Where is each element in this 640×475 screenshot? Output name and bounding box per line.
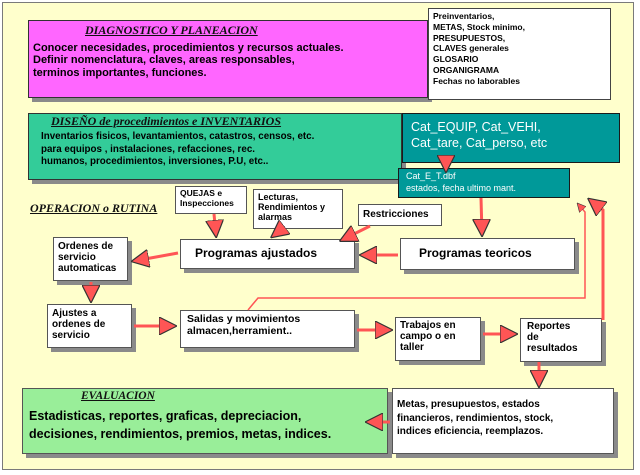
diagnostico-text: Conocer necesidades, procedimientos y re… bbox=[33, 42, 344, 79]
arrow-lecturas-to-ajustados bbox=[273, 229, 282, 236]
catalogos-box: Cat_EQUIP, Cat_VEHI, Cat_tare, Cat_perso… bbox=[402, 113, 620, 163]
restricciones-box: Restricciones bbox=[358, 204, 442, 226]
evaluacion-text: Estadisticas, reportes, graficas, deprec… bbox=[29, 409, 332, 442]
arrow-cat-et-to-programas-teoricos bbox=[481, 197, 482, 234]
reportes-box: Reportes de resultados bbox=[520, 318, 602, 362]
quejas-box: QUEJAS e Inspecciones bbox=[175, 186, 247, 214]
arrow-quejas-to-ajustados bbox=[214, 213, 216, 235]
prerequisitos-text: Preinventarios, METAS, Stock minimo, PRE… bbox=[433, 11, 525, 86]
diagnostico-box: DIAGNOSTICO Y PLANEACION Conocer necesid… bbox=[28, 20, 428, 98]
ordenes-automaticas-box: Ordenes de servicio automaticas bbox=[53, 237, 128, 281]
diseno-title: DISEÑO de procedimientos e INVENTARIOS bbox=[51, 114, 282, 128]
arrow-ajustados-to-ordenes bbox=[134, 253, 179, 261]
programas-teoricos-box: Programas teoricos bbox=[400, 238, 575, 270]
arrow-restricciones-to-ajustados bbox=[342, 224, 371, 240]
trabajos-box: Trabajos en campo o en taller bbox=[395, 317, 481, 361]
evaluacion-title: EVALUACION bbox=[81, 390, 155, 402]
ajustes-box: Ajustes a ordenes de servicio bbox=[47, 304, 132, 348]
lecturas-box: Lecturas, Rendimientos y alarmas bbox=[253, 189, 343, 229]
cat-et-text: Cat_E_T.dbf estados, fecha ultimo mant. bbox=[406, 171, 517, 193]
catalogos-text: Cat_EQUIP, Cat_VEHI, Cat_tare, Cat_perso… bbox=[411, 120, 548, 151]
diseno-text: Inventarios fisicos, levantamientos, cat… bbox=[41, 131, 315, 168]
programas-ajustados-box: Programas ajustados bbox=[180, 239, 355, 269]
operacion-label: OPERACION o RUTINA bbox=[30, 201, 158, 215]
prerequisitos-box: Preinventarios, METAS, Stock minimo, PRE… bbox=[428, 8, 611, 100]
arrow-reportes-feedback-to-cat-et bbox=[590, 200, 603, 320]
cat-et-box: Cat_E_T.dbf estados, fecha ultimo mant. bbox=[398, 168, 570, 198]
line-salidas-feedback-to-cat-et bbox=[247, 204, 585, 311]
diagnostico-title: DIAGNOSTICO Y PLANEACION bbox=[85, 23, 258, 37]
salidas-box: Salidas y movimientos almacen,herramient… bbox=[180, 310, 355, 348]
diseno-box: DISEÑO de procedimientos e INVENTARIOS I… bbox=[28, 113, 402, 180]
metas-resultados-box: Metas, presupuestos, estados financieros… bbox=[392, 388, 614, 454]
evaluacion-box: EVALUACION Estadisticas, reportes, grafi… bbox=[22, 388, 388, 454]
